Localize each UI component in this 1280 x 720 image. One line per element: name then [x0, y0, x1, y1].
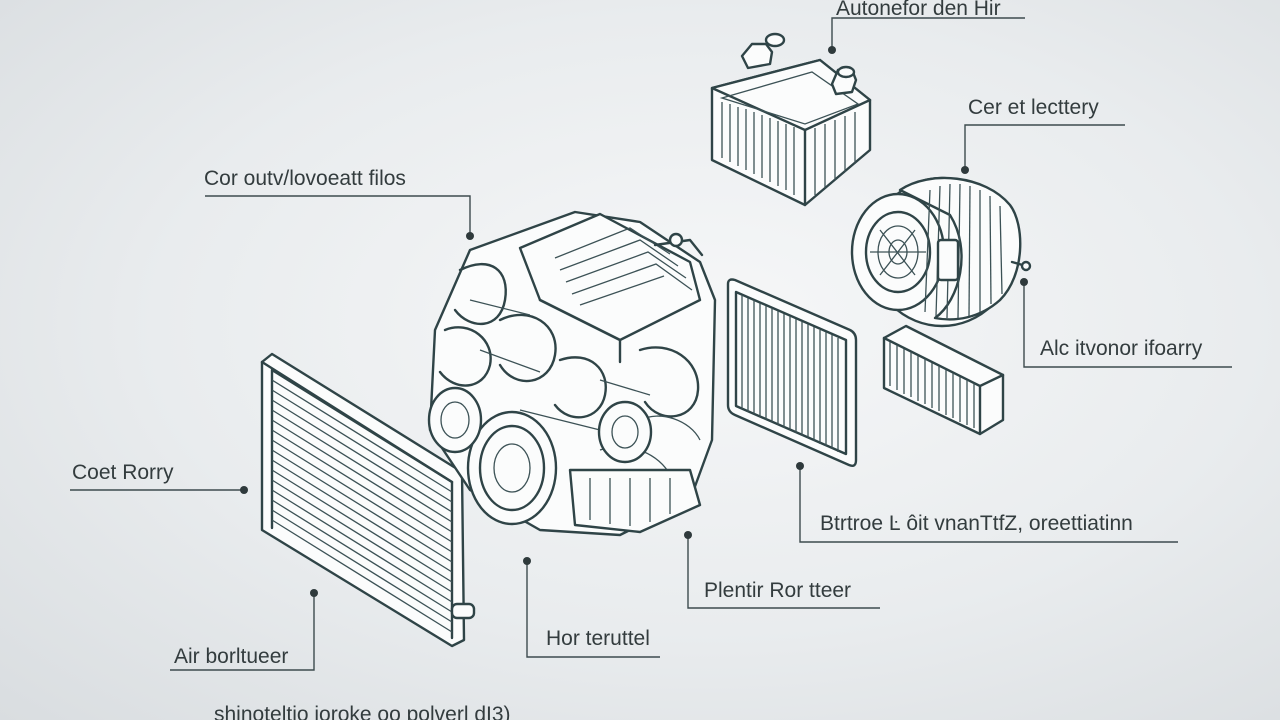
- label-panel-filter: Btrtroe Ŀ ôit vnanTtfZ, oreettiatinn: [820, 512, 1133, 535]
- label-alternator: Alc itvonor ifoarry: [1040, 337, 1203, 360]
- engine-block-illustration: [427, 210, 717, 537]
- air-filter-small-illustration: [882, 324, 1005, 436]
- label-front: Hor teruttel: [546, 627, 650, 650]
- label-battery: Cer et lecttery: [968, 96, 1099, 119]
- radiator-illustration: [260, 352, 476, 648]
- label-cooling: Cor outv/lovoeatt filos: [204, 167, 406, 190]
- caption: shinoteltio ioroke oo polverl dI3): [214, 703, 511, 720]
- panel-filter-illustration: [726, 278, 858, 468]
- label-air: Air borltueer: [174, 645, 289, 668]
- leader-lines: [70, 17, 1232, 671]
- label-top-right: Autonefor den Hir: [836, 0, 1001, 20]
- alternator-illustration: [850, 176, 1032, 328]
- battery-illustration: [710, 32, 872, 207]
- label-plenum: Plentir Ror tteer: [704, 579, 852, 602]
- label-radiator: Coet Rorry: [72, 461, 174, 484]
